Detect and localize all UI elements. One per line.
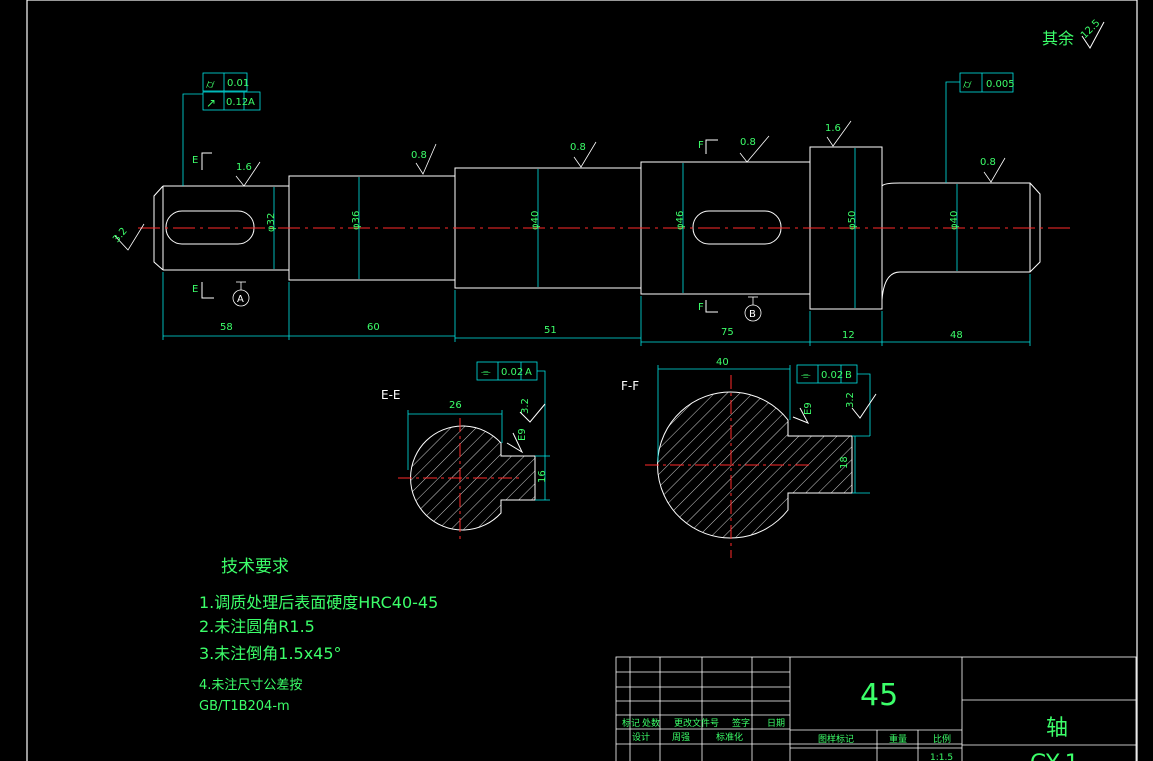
length-label-4: 75	[721, 327, 734, 338]
cylindricity-icon: ⌭	[206, 77, 215, 91]
section-mark-e-top: E	[192, 155, 198, 166]
tb-part-code: GY-1	[1030, 751, 1079, 761]
length-label-1: 58	[220, 322, 233, 333]
section-markers	[201, 139, 718, 313]
drawing-frame	[26, 0, 1138, 761]
tech-req-item-1: 1.调质处理后表面硬度HRC40-45	[199, 593, 438, 612]
section-ee-depth: 16	[537, 470, 548, 483]
tech-req-title: 技术要求	[221, 557, 289, 577]
tb-row2-label-2: 周强	[672, 732, 690, 743]
general-roughness-prefix: 其余	[1042, 29, 1074, 48]
section-ee-title: E-E	[381, 388, 401, 402]
roughness-label-2: 0.8	[411, 150, 427, 161]
general-roughness-value: 12.5	[1079, 18, 1103, 42]
tol-right-value: 0.005	[986, 79, 1015, 90]
datum-a-label: A	[237, 294, 244, 305]
tb-row-label-4: 签字	[732, 717, 750, 729]
length-label-2: 60	[367, 322, 380, 333]
length-label-6: 48	[950, 330, 963, 341]
section-ff-roughness: 3.2	[845, 392, 856, 408]
diameter-label-1: φ32	[266, 213, 277, 232]
tb-col-label-3: 比例	[933, 733, 951, 745]
section-ee-width: 26	[449, 400, 462, 411]
runout-icon: ↗	[206, 96, 216, 110]
diameter-label-5: φ50	[847, 211, 858, 230]
roughness-label-5: 1.6	[825, 123, 841, 134]
roughness-icon	[1081, 21, 1105, 49]
tolerance-frame-left	[182, 72, 261, 186]
diameter-label-4: φ46	[675, 211, 686, 230]
tb-col-label-1: 图样标记	[818, 733, 854, 745]
tol-ff-datum: B	[845, 370, 852, 381]
roughness-label-1: 1.6	[236, 162, 252, 173]
section-mark-e-bottom: E	[192, 284, 198, 295]
tol-ff-value: 0.02	[821, 370, 843, 381]
tol-ee-datum: A	[525, 367, 532, 378]
tb-scale: 1:1.5	[930, 753, 953, 761]
diameter-label-2: φ36	[351, 211, 362, 230]
tb-material: 45	[860, 678, 898, 713]
technical-requirements: 技术要求 1.调质处理后表面硬度HRC40-45 2.未注圆角R1.5 3.未注…	[199, 557, 438, 714]
tol-left-1-value: 0.01	[227, 78, 249, 89]
diameter-dims	[273, 148, 958, 308]
diameter-label-3: φ40	[530, 211, 541, 230]
symmetry-icon-ff: ⌯	[801, 368, 811, 382]
general-roughness: 其余 12.5	[1042, 18, 1105, 49]
tech-req-item-4: 4.未注尺寸公差按	[199, 678, 302, 693]
section-ee-view	[398, 361, 550, 540]
datum-b-label: B	[749, 309, 756, 320]
tb-row-label-1: 标记	[622, 717, 640, 729]
tb-row-label-5: 日期	[767, 718, 785, 729]
datum-a	[232, 281, 250, 307]
section-ff-width: 40	[716, 357, 729, 368]
cylindricity-icon-right: ⌭	[963, 77, 972, 91]
roughness-label-4: 0.8	[740, 137, 756, 148]
tb-part-name: 轴	[1046, 716, 1068, 741]
datum-b	[744, 296, 762, 322]
section-ee-fit: E9	[517, 428, 528, 441]
tb-col-label-2: 重量	[889, 733, 907, 745]
section-mark-f-top: F	[698, 140, 704, 151]
tech-req-item-5: GB/T1B204-m	[199, 699, 290, 714]
section-ff-view	[645, 364, 877, 558]
symmetry-icon: ⌯	[481, 365, 491, 379]
tech-req-item-2: 2.未注圆角R1.5	[199, 617, 315, 636]
tech-req-item-3: 3.未注倒角1.5x45°	[199, 644, 342, 663]
roughness-label-6: 0.8	[980, 157, 996, 168]
roughness-marks	[114, 120, 1006, 251]
section-ff-depth: 18	[839, 456, 850, 469]
tolerance-frame-right	[945, 72, 1014, 183]
roughness-label-7: 3.2	[111, 226, 130, 245]
title-block	[615, 656, 1137, 761]
section-ff-fit: E9	[803, 402, 814, 415]
length-dims	[162, 272, 1031, 346]
length-label-3: 51	[544, 325, 557, 336]
tb-row2-label-3: 标准化	[716, 731, 743, 743]
tb-row-label-3: 更改文件号	[674, 717, 719, 729]
tb-row-label-2: 处数	[642, 717, 660, 729]
tol-ee-value: 0.02	[501, 367, 523, 378]
section-ee-roughness: 3.2	[520, 398, 531, 414]
section-ff-title: F-F	[621, 379, 639, 393]
diameter-label-6: φ40	[949, 211, 960, 230]
length-label-5: 12	[842, 330, 855, 341]
section-mark-f-bottom: F	[698, 302, 704, 313]
tol-left-2-datum: A	[248, 97, 255, 108]
tol-left-2-value: 0.12	[226, 97, 248, 108]
tb-row2-label-1: 设计	[632, 731, 650, 743]
roughness-label-3: 0.8	[570, 142, 586, 153]
